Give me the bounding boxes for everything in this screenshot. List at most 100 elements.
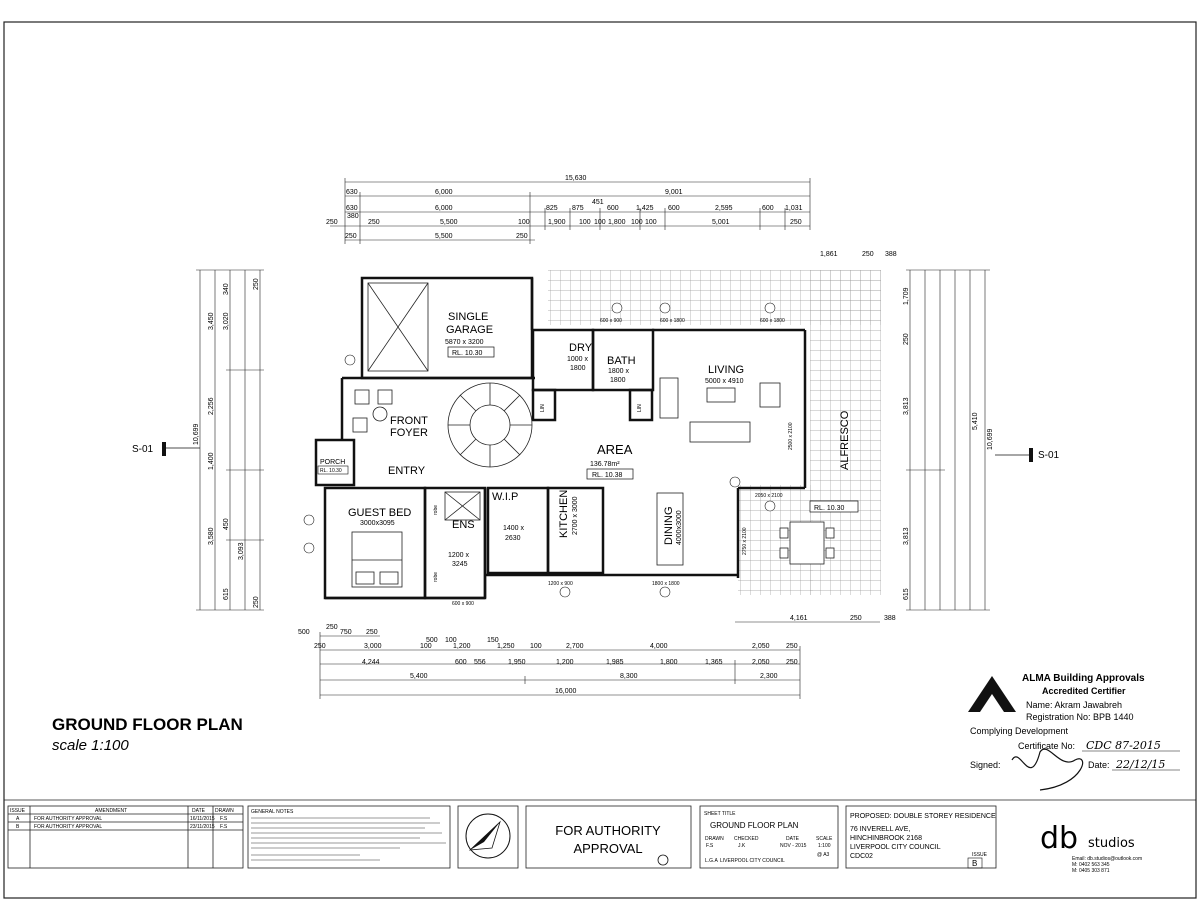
dim-label: 250 bbox=[850, 615, 862, 622]
date-label: Date: bbox=[1088, 760, 1110, 770]
dim-label: 16,000 bbox=[555, 688, 577, 695]
dim-label: 5,500 bbox=[435, 233, 453, 240]
certificate-label: Certificate No: bbox=[1018, 741, 1075, 751]
dim-label: 1,365 bbox=[705, 659, 723, 666]
drawn-cell: F.S bbox=[220, 816, 228, 822]
dim-label: 5,410 bbox=[972, 412, 979, 430]
certifier-company: ALMA Building Approvals bbox=[1022, 673, 1145, 684]
window-label: 1200 x 900 bbox=[548, 581, 573, 587]
approval-line2: APPROVAL bbox=[573, 841, 642, 856]
spiral-staircase bbox=[447, 382, 533, 468]
date-cell: 23/11/2015 bbox=[190, 824, 215, 830]
drawn-value: F.S bbox=[706, 843, 714, 849]
area-rl-box bbox=[586, 468, 634, 480]
dim-label: 556 bbox=[474, 659, 486, 666]
dim-label: 250 bbox=[862, 251, 874, 258]
dim-label: 500 bbox=[426, 637, 438, 644]
amendment-header: AMENDMENT bbox=[95, 808, 127, 814]
sheet-title: GROUND FLOOR PLAN bbox=[710, 821, 799, 830]
dim-label: 2,050 bbox=[752, 659, 770, 666]
guest-bed-size: 3000x3095 bbox=[360, 520, 395, 527]
signed-label: Signed: bbox=[970, 760, 1001, 770]
dim-label: 100 bbox=[631, 219, 643, 226]
window-label: 600 x 900 bbox=[600, 318, 622, 324]
approval-line1: FOR AUTHORITY bbox=[555, 823, 661, 838]
date-value: 22/12/15 bbox=[1115, 758, 1165, 771]
certifier-registration: Registration No: BPB 1440 bbox=[1026, 712, 1134, 722]
scale-value-sheet: 1:100 bbox=[818, 843, 831, 849]
project-info: PROPOSED: DOUBLE STOREY RESIDENCE 76 INV… bbox=[850, 813, 996, 869]
firm-phone1: M: 0402 563 345 bbox=[1072, 862, 1110, 868]
dimensions-top bbox=[330, 178, 811, 244]
dim-label: 2,256 bbox=[208, 397, 215, 415]
title-block bbox=[4, 799, 1196, 869]
garage-rl: RL. 10.30 bbox=[452, 350, 482, 357]
alfresco-name: ALFRESCO bbox=[839, 410, 851, 470]
dimension-labels-top: 15,630 630 6,000 9,001 630 6,000 825 875… bbox=[326, 175, 897, 258]
dim-label: 4,000 bbox=[650, 643, 668, 650]
certifier-name: Name: Akram Jawabreh bbox=[1026, 700, 1122, 710]
garage-size: 5870 x 3200 bbox=[445, 339, 484, 346]
dim-label: 3,580 bbox=[208, 527, 215, 545]
dim-label: 250 bbox=[368, 219, 380, 226]
room-labels: SINGLE GARAGE 5870 x 3200 RL. 10.30 FRON… bbox=[317, 311, 859, 582]
date-header: DATE bbox=[192, 808, 206, 814]
dim-label: 10,699 bbox=[987, 428, 994, 450]
sheet-title-label: SHEET TITLE bbox=[704, 811, 736, 817]
window-label: 2750 x 2100 bbox=[742, 527, 748, 555]
dim-label: 100 bbox=[594, 219, 606, 226]
dining-size: 4000x3000 bbox=[676, 510, 683, 545]
dim-label: 380 bbox=[347, 213, 359, 220]
scale-label-sheet: SCALE bbox=[816, 836, 833, 842]
dim-label: 1,709 bbox=[903, 287, 910, 305]
dimensions-bottom bbox=[319, 621, 880, 699]
dim-label: 100 bbox=[420, 643, 432, 650]
dim-label: 4,161 bbox=[790, 615, 808, 622]
paper-size: @ A3 bbox=[817, 852, 830, 858]
garage-name-line1: SINGLE bbox=[448, 311, 488, 323]
amendment-cell: FOR AUTHORITY APPROVAL bbox=[34, 824, 102, 830]
certifier-status: Complying Development bbox=[970, 726, 1069, 736]
section-label: S-01 bbox=[1038, 450, 1060, 461]
alfresco-rl: RL. 10.30 bbox=[814, 505, 844, 512]
ens-size-line2: 3245 bbox=[452, 561, 468, 568]
issue-cell: A bbox=[16, 816, 20, 822]
dim-label: 3,450 bbox=[208, 312, 215, 330]
dim-label: 2,700 bbox=[566, 643, 584, 650]
garage-rl-box bbox=[447, 346, 495, 358]
dim-label: 2,595 bbox=[715, 205, 733, 212]
dim-label: 1,031 bbox=[785, 205, 803, 212]
drawing-title: GROUND FLOOR PLAN bbox=[52, 715, 243, 734]
ens-name: ENS bbox=[452, 519, 475, 531]
dim-label: 1,200 bbox=[556, 659, 574, 666]
drawn-header: DRAWN bbox=[215, 808, 234, 814]
amendment-table: ISSUE AMENDMENT DATE DRAWN A FOR AUTHORI… bbox=[10, 808, 234, 830]
proposed-line: PROPOSED: DOUBLE STOREY RESIDENCE bbox=[850, 813, 996, 820]
window-label: 600 x 900 bbox=[452, 601, 474, 607]
dry-size-line1: 1000 x bbox=[567, 356, 589, 363]
dim-label: 8,300 bbox=[620, 673, 638, 680]
drawn-cell: F.S bbox=[220, 824, 228, 830]
dim-label: 630 bbox=[346, 205, 358, 212]
issue-label: ISSUE bbox=[972, 852, 988, 858]
window-label: 600 x 1800 bbox=[660, 318, 685, 324]
area-size: 136.78m² bbox=[590, 461, 620, 468]
general-notes: GENERAL NOTES bbox=[251, 809, 446, 861]
dim-label: 100 bbox=[530, 643, 542, 650]
porch-rl-box bbox=[317, 465, 349, 475]
dim-label: 615 bbox=[223, 588, 230, 600]
dim-label: 100 bbox=[579, 219, 591, 226]
firm-name: studios bbox=[1088, 836, 1135, 851]
walls bbox=[314, 276, 807, 600]
dim-label: 250 bbox=[903, 333, 910, 345]
alfresco-table bbox=[779, 521, 835, 565]
ens-void-mark bbox=[444, 491, 481, 521]
drawing-scale: scale 1:100 bbox=[52, 737, 129, 754]
dim-label: 250 bbox=[786, 659, 798, 666]
foyer-furniture bbox=[352, 389, 393, 433]
area-rl: RL. 10.38 bbox=[592, 472, 622, 479]
general-notes-title: GENERAL NOTES bbox=[251, 809, 294, 815]
dim-label: 615 bbox=[903, 588, 910, 600]
